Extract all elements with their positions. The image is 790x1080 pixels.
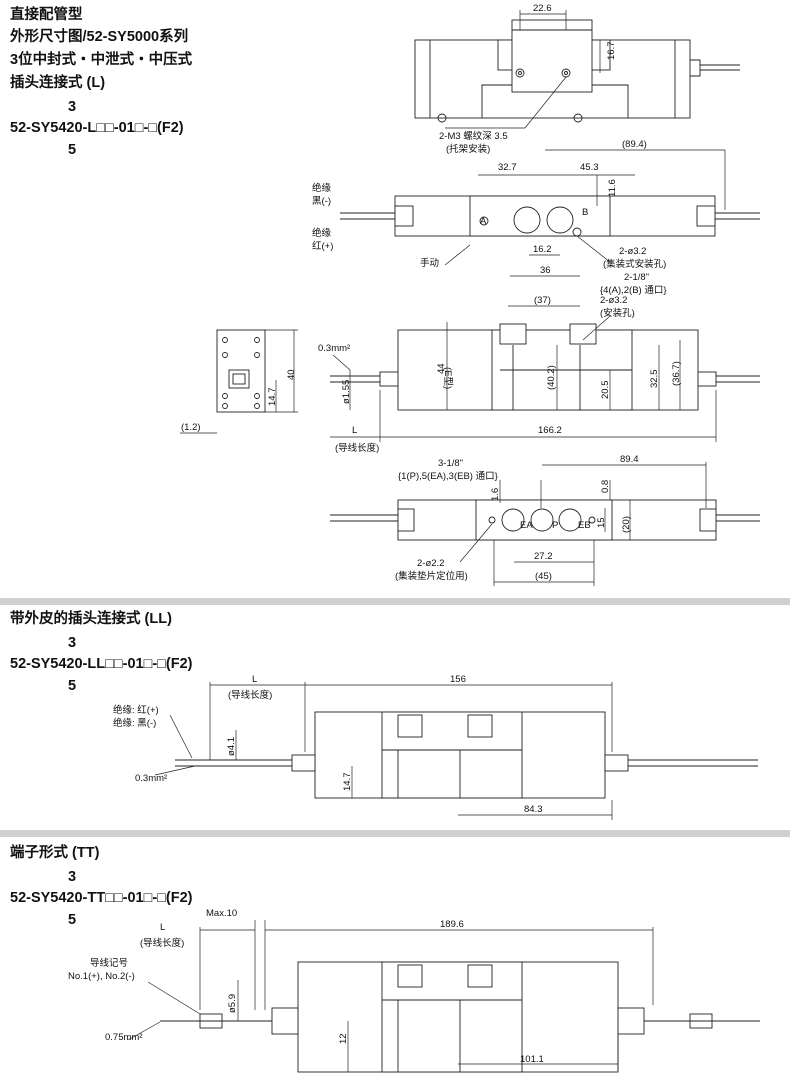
label-wire-0-3mm2: 0.3mm² [318, 343, 350, 354]
label-insulation-red-2: 红(+) [312, 240, 333, 252]
section2-title: 带外皮的插头连接式 (LL) [10, 611, 172, 627]
tt-dim-lead-length-note: (导线长度) [140, 937, 184, 949]
dim-45-paren: (45) [535, 571, 552, 582]
section-divider-2 [0, 830, 790, 837]
label-wire-number: No.1(+), No.2(-) [68, 971, 135, 982]
label-port-1-8-note: {4(A),2(B) 通口} [600, 285, 667, 296]
label-mount-hole: 2-ø3.2 [619, 246, 646, 257]
label-mount-hole-b: 2-ø3.2 [600, 295, 627, 306]
dim-16-2: 16.2 [533, 244, 552, 255]
dim-166-2: 166.2 [538, 425, 562, 436]
section-divider-1 [0, 598, 790, 605]
dim-36: 36 [540, 265, 551, 276]
dim-36-7: (36.7) [671, 361, 682, 386]
dim-14-7-end: 14.7 [267, 388, 278, 407]
dim-89-4-paren: (89.4) [622, 139, 647, 150]
dim-lead-length: L [352, 425, 357, 436]
dim-5-9: ø5.9 [227, 994, 238, 1013]
dim-12: 12 [338, 1033, 349, 1044]
section2-model: 52-SY5420-LL□□-01□-□(F2) [10, 656, 193, 672]
dim-156: 156 [450, 674, 466, 685]
label-m3-bracket: (托架安装) [446, 143, 490, 155]
section2-subscript: 5 [68, 678, 77, 694]
tt-dim-lead-length: L [160, 922, 165, 933]
dim-40: 40 [286, 369, 297, 380]
dim-22-6: 22.6 [533, 3, 552, 14]
section3-subscript: 5 [68, 912, 77, 928]
section1-superscript: 3 [68, 99, 77, 115]
dim-32-5: 32.5 [649, 370, 660, 389]
port-b-label: B [582, 207, 588, 218]
dim-4-1: ø4.1 [226, 737, 237, 756]
ll-view: 绝缘: 红(+) 绝缘: 黑(-) L (导线长度) 156 ø4.1 0.3m… [113, 674, 758, 820]
top-view: 22.6 16.7 2-M3 螺纹深 3.5 (托架安装) [414, 3, 740, 155]
dim-1-55: ø1.55 [341, 380, 352, 404]
ll-dim-lead-length-note: (导线长度) [228, 689, 272, 701]
label-gasket-hole-note: (集装垫片定位用) [395, 570, 468, 582]
label-wire-mark: 导线记号 [90, 957, 128, 969]
dim-11-6: 11.6 [607, 179, 618, 197]
ll-dim-lead-length: L [252, 674, 257, 685]
dim-1-6: 1.6 [490, 488, 501, 501]
port-a-label: A [480, 216, 487, 227]
section1-title-line3: 3位中封式・中泄式・中压式 [10, 52, 193, 68]
dim-45-3: 45.3 [580, 162, 599, 173]
label-m3-thread: 2-M3 螺纹深 3.5 [439, 130, 508, 142]
front-view: A B 32.7 45.3 (89.4) 11.6 绝缘 黑(-) 绝缘 红(+… [312, 139, 760, 296]
section1-title-line1: 直接配管型 [10, 7, 83, 23]
section2-superscript: 3 [68, 635, 77, 651]
label-max10: Max.10 [206, 908, 237, 919]
label-port-3-8-note: {1(P),5(EA),3(EB) 通口} [398, 471, 498, 482]
port-p-label: P [552, 520, 558, 531]
dim-20-5: 20.5 [600, 381, 611, 400]
dim-0-8: 0.8 [600, 480, 611, 493]
end-view: 40 14.7 (1.2) [180, 329, 298, 434]
label-e-type: (E型) [442, 367, 453, 389]
dim-1-2: (1.2) [181, 422, 201, 433]
dim-15: 15 [596, 517, 607, 528]
dim-40-2: (40.2) [546, 365, 557, 390]
label-insulation-black-2: 黑(-) [312, 196, 331, 207]
dim-lead-length-note: (导线长度) [335, 442, 379, 454]
dim-20-paren: (20) [621, 516, 632, 533]
dim-32-7: 32.7 [498, 162, 517, 173]
dim-189-6: 189.6 [440, 919, 464, 930]
dim-27-2: 27.2 [534, 551, 553, 562]
label-manual: 手动 [420, 257, 439, 269]
side-view: (37) 2-ø3.2 (安装孔) 0.3mm² 44 (E型) (40.2) … [318, 295, 760, 454]
section1-title-line2: 外形尺寸图/52-SY5000系列 [10, 29, 189, 45]
label-mount-hole-note: (集装式安装孔) [603, 258, 666, 270]
dim-16-7: 16.7 [606, 42, 617, 61]
section1-subscript: 5 [68, 142, 77, 158]
ll-dim-14-7: 14.7 [342, 773, 353, 792]
bottom-view: EA P EB 3-1/8" {1(P),5(EA),3(EB) 通口} 89.… [330, 454, 760, 586]
label-port-3-8: 3-1/8" [438, 458, 463, 469]
ll-label-red: 绝缘: 红(+) [113, 704, 159, 716]
dim-101-1: 101.1 [520, 1054, 544, 1065]
ll-label-wire-0-3mm2: 0.3mm² [135, 773, 167, 784]
label-insulation-black-1: 绝缘 [312, 182, 332, 194]
dim-37: (37) [534, 295, 551, 306]
section3-superscript: 3 [68, 869, 77, 885]
label-gasket-hole: 2-ø2.2 [417, 558, 444, 569]
port-eb-label: EB [578, 520, 591, 531]
label-wire-0-75mm2: 0.75mm² [105, 1032, 142, 1043]
dim-44: 44 [436, 363, 447, 374]
tt-view: Max.10 L (导线长度) 189.6 导线记号 No.1(+), No.2… [68, 908, 760, 1073]
ll-label-black: 绝缘: 黑(-) [113, 717, 156, 729]
section3-model: 52-SY5420-TT□□-01□-□(F2) [10, 890, 193, 906]
dim-84-3: 84.3 [524, 804, 543, 815]
label-port-1-8: 2-1/8" [624, 272, 649, 283]
dim-89-4: 89.4 [620, 454, 639, 465]
port-ea-label: EA [520, 520, 533, 531]
label-mount-hole-b-note: (安装孔) [600, 307, 635, 319]
section1-model: 52-SY5420-L□□-01□-□(F2) [10, 120, 184, 136]
section1-title-line4: 插头连接式 (L) [10, 75, 106, 91]
section3-title: 端子形式 (TT) [10, 845, 100, 861]
label-insulation-red-1: 绝缘 [312, 227, 332, 239]
